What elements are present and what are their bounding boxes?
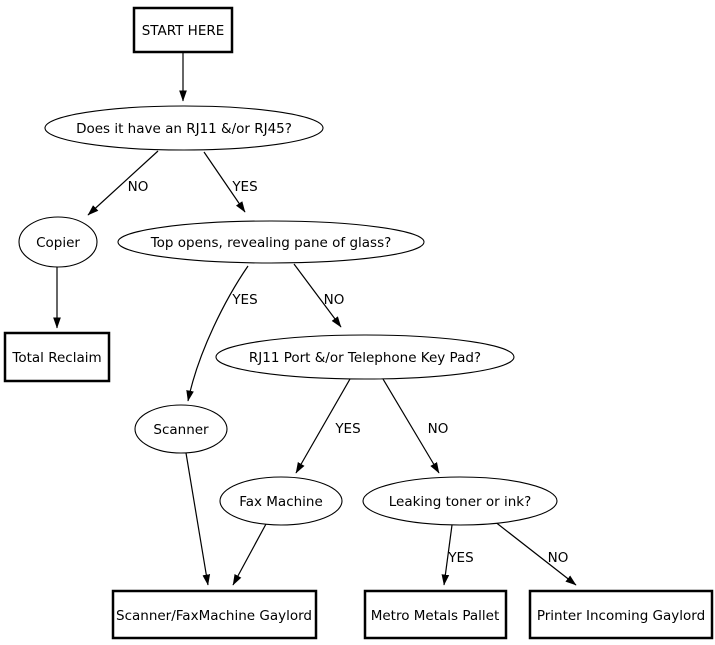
node-scanner: Scanner <box>134 404 228 454</box>
metro-metals-label: Metro Metals Pallet <box>371 608 500 624</box>
scanner-label: Scanner <box>153 422 209 438</box>
rj11-port-ellipse <box>215 334 515 380</box>
total-reclaim-label: Total Reclaim <box>11 350 101 366</box>
scanner-fax-gaylord-box <box>111 589 318 640</box>
scanner-fax-gaylord-label: Scanner/FaxMachine Gaylord <box>116 608 312 624</box>
edge-leaking-yes-to-metro <box>441 524 453 586</box>
edge-label-rj45-no: NO <box>128 179 149 195</box>
edge-label-top-yes: YES <box>231 292 257 308</box>
edge-rj11-port-no-to-leaking <box>382 378 440 474</box>
node-metro-metals-pallet: Metro Metals Pallet <box>363 589 508 640</box>
edge-label-rj45-yes: YES <box>231 179 257 195</box>
start-label: START HERE <box>142 23 225 39</box>
edge-rj45-yes-to-top-opens <box>203 151 246 213</box>
rj45-label: Does it have an RJ11 &/or RJ45? <box>76 121 292 137</box>
decision-rj45: Does it have an RJ11 &/or RJ45? <box>44 105 324 151</box>
leaking-toner-label: Leaking toner or ink? <box>389 494 532 510</box>
decision-top-opens: Top opens, revealing pane of glass? <box>117 220 425 264</box>
edge-top-opens-yes-to-scanner <box>186 265 249 402</box>
edge-rj11-port-yes-to-fax <box>295 378 351 474</box>
edge-label-top-no: NO <box>324 292 345 308</box>
leaking-toner-ellipse <box>362 476 558 526</box>
copier-label: Copier <box>36 235 80 251</box>
top-opens-ellipse <box>117 220 425 264</box>
edge-scanner-to-gaylord <box>185 452 211 586</box>
node-scanner-fax-gaylord: Scanner/FaxMachine Gaylord <box>111 589 318 640</box>
edge-label-leak-yes: YES <box>447 550 473 566</box>
total-reclaim-box <box>3 331 111 383</box>
edge-label-port-yes: YES <box>334 421 360 437</box>
printer-gaylord-box <box>528 589 714 640</box>
decision-rj11-port: RJ11 Port &/or Telephone Key Pad? <box>215 334 515 380</box>
edge-top-opens-no-to-rj11-port <box>293 263 342 328</box>
edge-fax-to-gaylord <box>232 523 267 586</box>
node-total-reclaim: Total Reclaim <box>3 331 111 383</box>
printer-gaylord-label: Printer Incoming Gaylord <box>537 608 705 624</box>
rj11-port-label: RJ11 Port &/or Telephone Key Pad? <box>249 350 481 366</box>
edge-rj45-no-to-copier <box>87 150 159 216</box>
fax-machine-label: Fax Machine <box>239 494 323 510</box>
edge-leaking-no-to-printer <box>493 520 577 586</box>
scanner-ellipse <box>134 404 228 454</box>
decision-leaking-toner: Leaking toner or ink? <box>362 476 558 526</box>
start-box <box>132 6 234 54</box>
node-copier: Copier <box>18 216 98 268</box>
edge-label-port-no: NO <box>428 421 449 437</box>
node-printer-incoming-gaylord: Printer Incoming Gaylord <box>528 589 714 640</box>
node-start: START HERE <box>132 6 234 54</box>
metro-metals-box <box>363 589 508 640</box>
top-opens-label: Top opens, revealing pane of glass? <box>150 235 392 251</box>
copier-ellipse <box>18 216 98 268</box>
rj45-ellipse <box>44 105 324 151</box>
fax-machine-ellipse <box>219 476 343 526</box>
node-fax-machine: Fax Machine <box>219 476 343 526</box>
edge-label-leak-no: NO <box>548 550 569 566</box>
